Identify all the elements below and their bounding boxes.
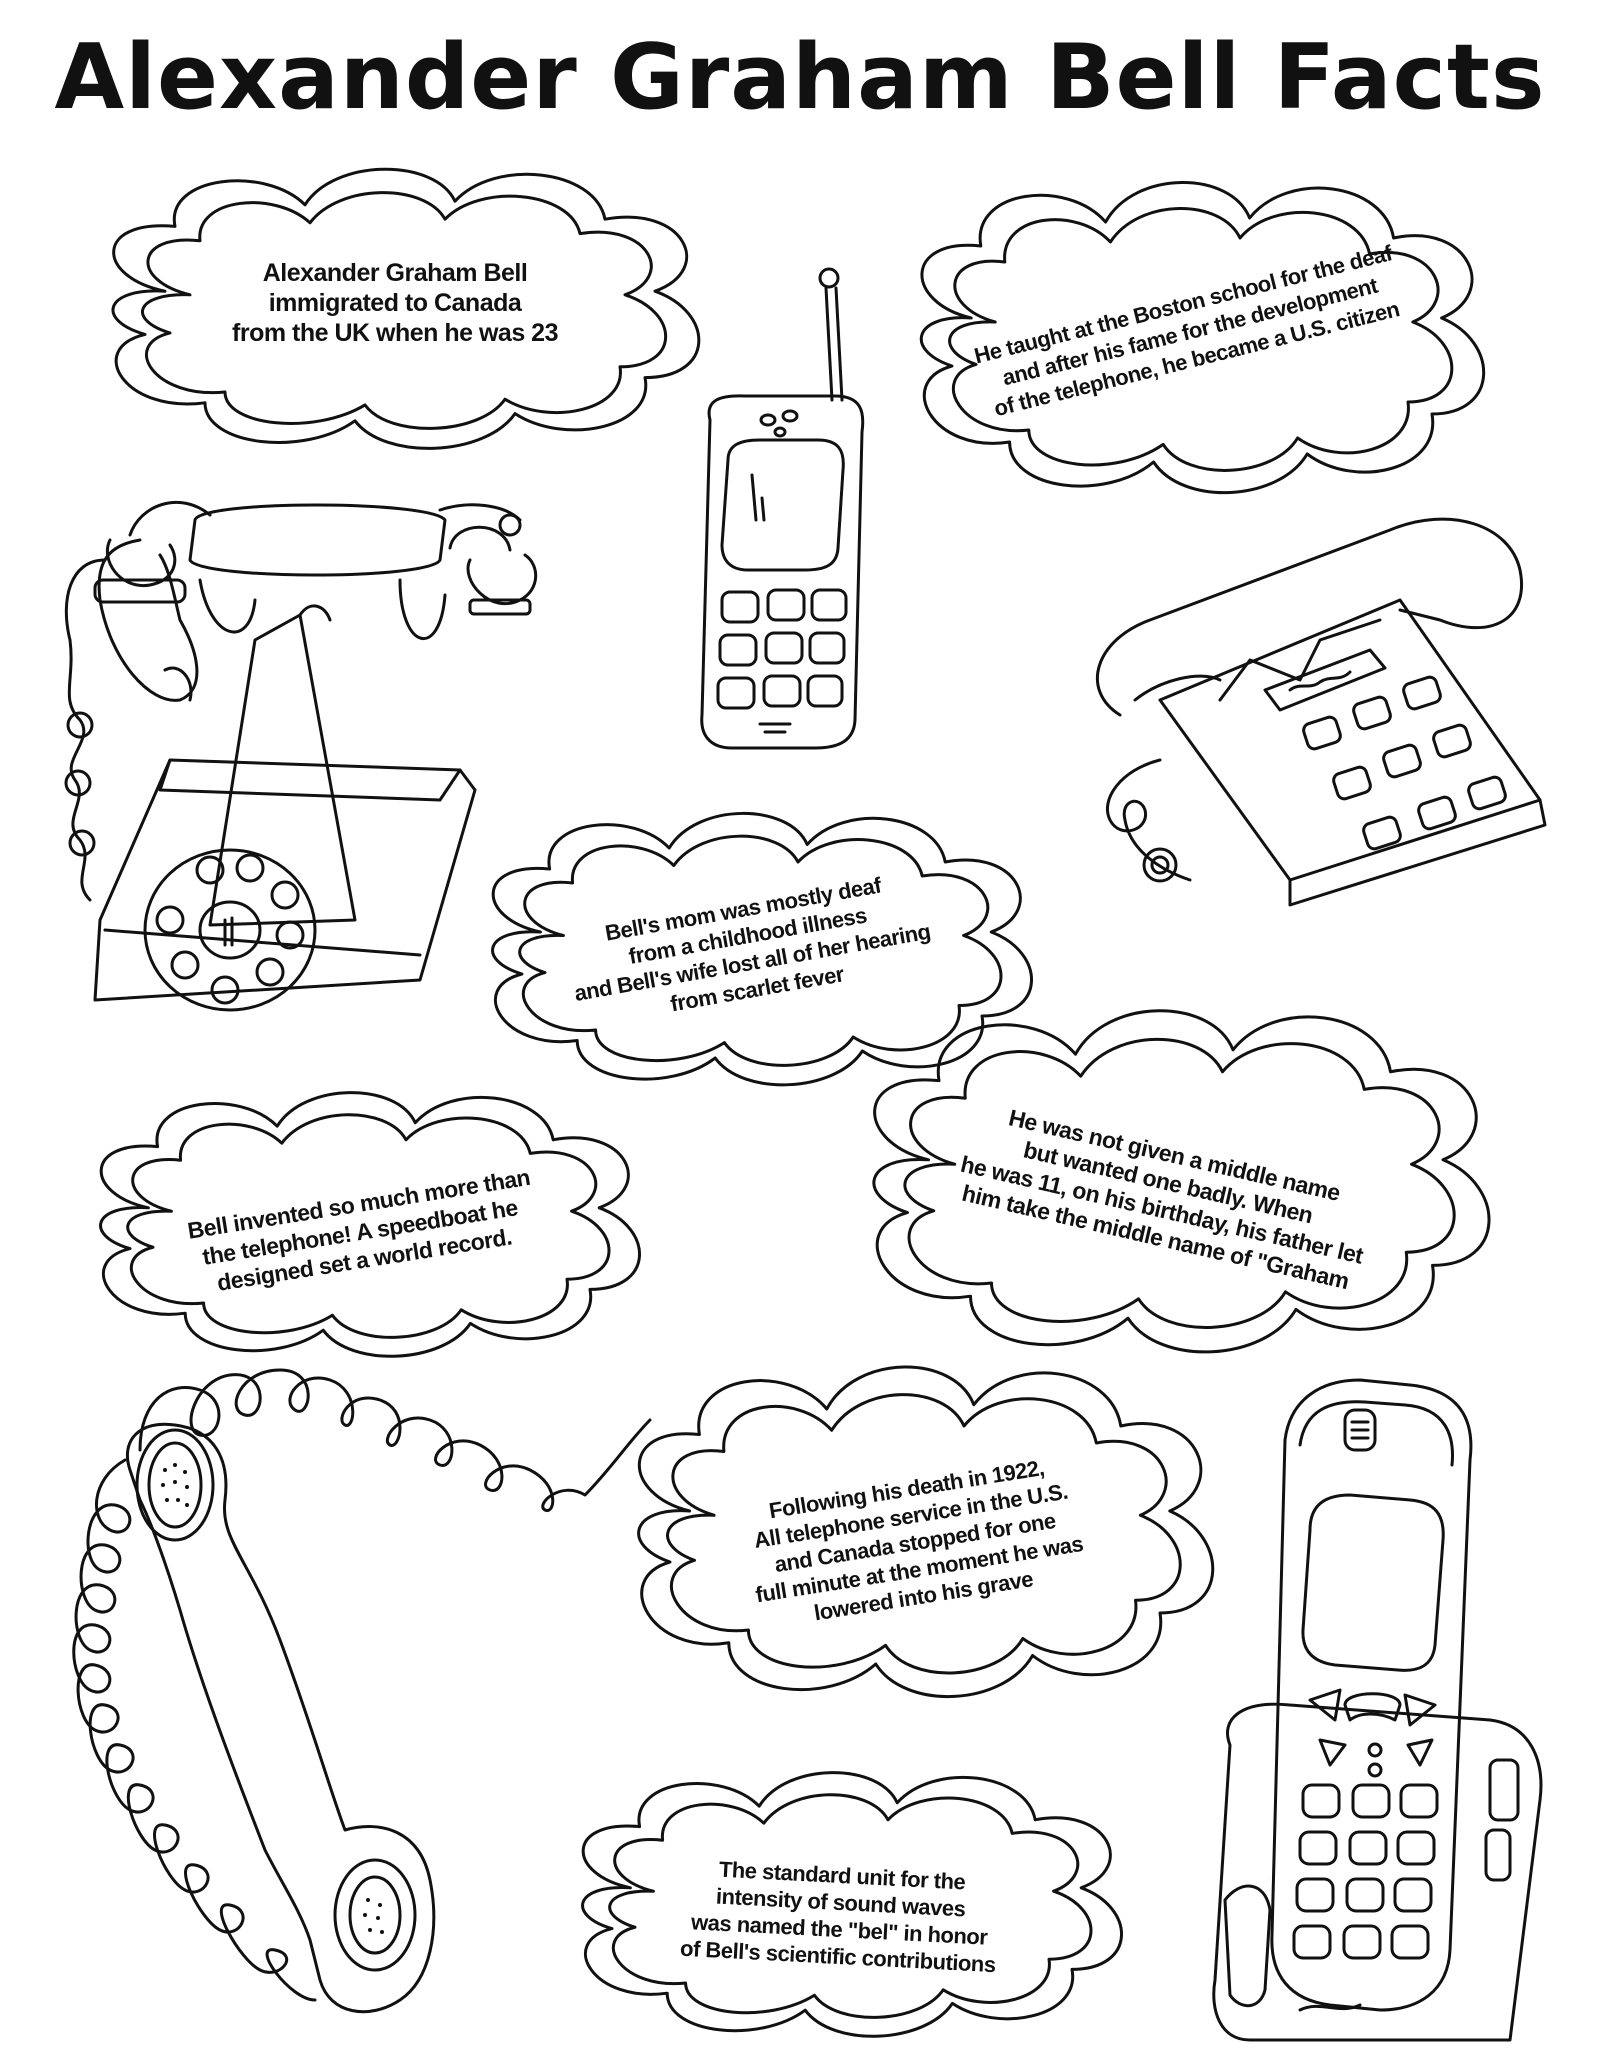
fact-1: Alexander Graham Bell immigrated to Cana… [190, 258, 600, 348]
cell-phone-icon [702, 269, 863, 748]
page-title: Alexander Graham Bell Facts [54, 25, 1546, 130]
antique-telephone-icon [66, 502, 536, 1010]
fact-1-line-3: from the UK when he was 23 [232, 319, 558, 347]
cordless-phone-icon [1214, 1380, 1541, 2040]
fact-1-line-1: Alexander Graham Bell [262, 259, 528, 287]
corded-handset-icon [74, 1370, 650, 2012]
desk-telephone-icon [1097, 519, 1545, 905]
fact-1-line-2: immigrated to Canada [268, 289, 522, 317]
fact-7: The standard unit for the intensity of s… [657, 1853, 1022, 1980]
